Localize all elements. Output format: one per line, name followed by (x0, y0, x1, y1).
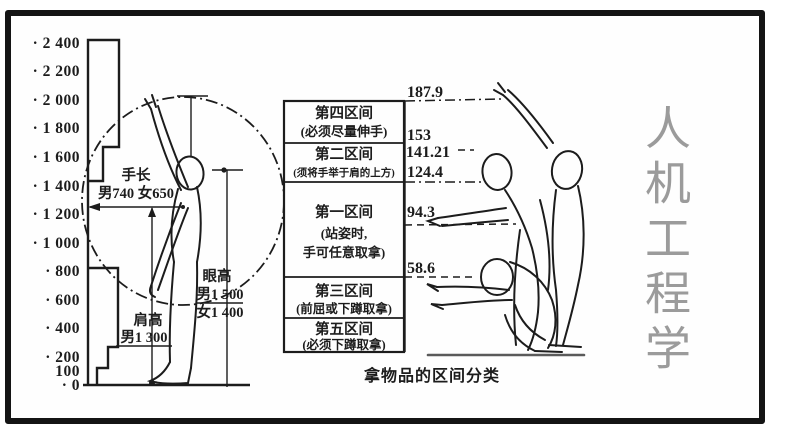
shelf-profile-drawing (83, 38, 250, 387)
zone-row-subtitle: (必须下蹲取拿) (302, 337, 385, 352)
ruler-label: 100 (55, 363, 80, 380)
height-ruler: · 2 400 · 2 200 · 2 000 · 1 800 · 1 600 … (33, 35, 80, 394)
zone-row-title: 第五区间 (315, 320, 373, 338)
zone-row-subtitle: (必须尽量伸手) (301, 124, 388, 139)
measurement-value: 153 (407, 127, 431, 144)
standing-figure-drawing (144, 94, 205, 385)
dimension-lines (88, 95, 243, 387)
measurement-value: 187.9 (407, 84, 443, 101)
zone-row-title: 第三区间 (315, 282, 373, 300)
hand-length-title: 手长 (122, 166, 151, 184)
ruler-label: · 2 200 (33, 63, 80, 80)
vertical-page-title: 人机工程学 (639, 104, 691, 379)
diagram-caption: 拿物品的区间分类 (363, 366, 500, 385)
ruler-label: · 600 (45, 292, 80, 309)
measurement-leaders: 187.9 153 141.21 124.4 94.3 58.6 (404, 84, 517, 278)
measurement-value: 124.4 (407, 164, 443, 181)
measurement-value: 141.21 (406, 144, 450, 161)
zone-table: 第四区间 (必须尽量伸手) 第二区间 (须将手举于肩的上方) 第一区间 (站姿时… (282, 99, 406, 354)
ruler-label: · 1 600 (33, 149, 80, 166)
eye-height-male: 男1 500 (196, 286, 243, 303)
measurement-value: 94.3 (407, 204, 435, 221)
reach-posture-figures-drawing (425, 82, 586, 357)
ruler-label: · 800 (45, 263, 80, 280)
hand-length-value: 男740 女650 (98, 184, 174, 202)
zone-row-subtitle: (前屈或下蹲取拿) (296, 301, 392, 316)
ruler-label: · 0 (62, 377, 80, 394)
zone-row-title: 第一区间 (315, 203, 373, 221)
ruler-label: · 1 400 (33, 178, 80, 195)
zone-row-subtitle: (站姿时, (321, 226, 368, 241)
ruler-label: · 200 (45, 349, 80, 366)
zone-row-subtitle: 手可任意取拿) (303, 245, 385, 260)
ruler-label: · 2 400 (33, 35, 80, 52)
ruler-label: · 400 (45, 320, 80, 337)
ruler-label: · 1 000 (33, 235, 80, 252)
eye-height-female: 女1 400 (196, 303, 243, 321)
ruler-label: · 1 800 (33, 120, 80, 137)
zone-row-title: 第四区间 (315, 104, 373, 122)
eye-height-title: 眼高 (203, 267, 232, 285)
diagram-border-frame (5, 10, 765, 424)
zone-row-subtitle: (须将手举于肩的上方) (293, 166, 395, 179)
zone-row-title: 第二区间 (315, 145, 373, 163)
measurement-value: 58.6 (407, 260, 435, 277)
ruler-label: · 1 200 (33, 206, 80, 223)
shoulder-height-value: 男1 300 (120, 329, 167, 346)
ruler-label: · 2 000 (33, 92, 80, 109)
left-figure-labels: 手长 男740 女650 肩高 男1 300 眼高 男1 500 女1 400 (98, 166, 244, 346)
shoulder-height-title: 肩高 (134, 311, 163, 329)
